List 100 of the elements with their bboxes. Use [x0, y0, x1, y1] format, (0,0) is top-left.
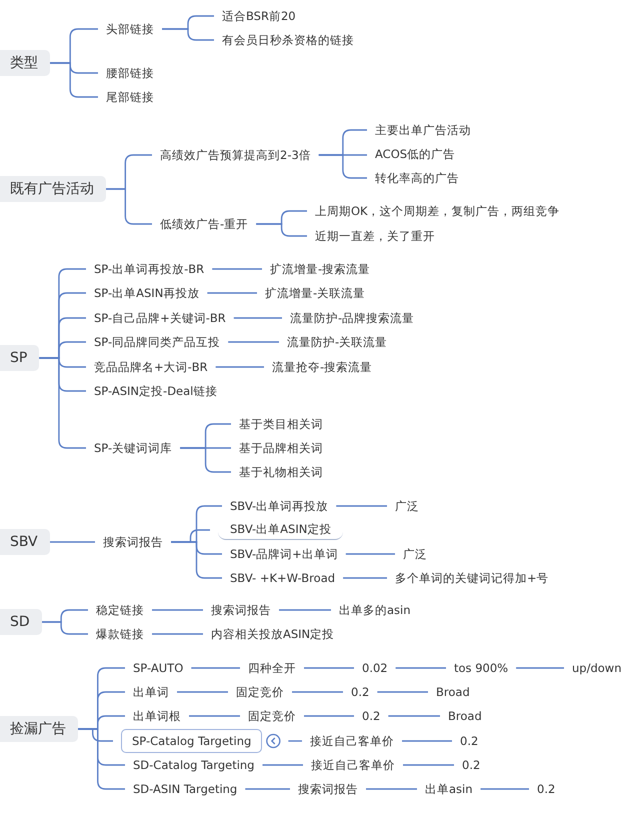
- topic-label: 接近自己客单价: [310, 733, 394, 749]
- topic-label: 腰部链接: [106, 65, 154, 81]
- topic-label: 主要出单广告活动: [375, 122, 471, 138]
- topic-label: 0.2: [462, 757, 480, 773]
- topic-label: 头部链接: [106, 21, 154, 37]
- connector-line: [388, 715, 440, 717]
- topic-label: SBV- +K+W-Broad: [230, 570, 336, 586]
- connector-line: [189, 715, 240, 717]
- connector-line: [152, 609, 203, 611]
- topic-label: 出单多的asin: [339, 602, 411, 618]
- topic-label: 0.2: [351, 684, 370, 700]
- topic-label: tos 900%: [454, 660, 508, 676]
- connector-line: [42, 621, 88, 635]
- topic-label: 基于类目相关词: [239, 416, 323, 432]
- connector-line: [207, 292, 257, 294]
- topic-label: 近期一直差，关了重开: [315, 228, 435, 244]
- topic-label: 0.2: [460, 733, 478, 749]
- topic-label: 流量防护-品牌搜索流量: [290, 310, 414, 326]
- connector-line: [262, 764, 303, 766]
- topic-label: 高绩效广告预算提高到2-3倍: [160, 147, 311, 163]
- connector-line: [396, 667, 446, 669]
- connector-line: [403, 764, 454, 766]
- connector-line: [256, 223, 307, 237]
- topic-label: SD-ASIN Targeting: [133, 781, 238, 797]
- connector-line: [50, 541, 95, 543]
- connector-line: [343, 577, 387, 579]
- selected-topic-box: SBV-出单ASIN定投: [218, 520, 344, 540]
- connector-line: [177, 691, 228, 693]
- topic-label: ACOS低的广告: [375, 146, 456, 162]
- topic-label: 搜索词报告: [103, 534, 163, 550]
- topic-label: SP-关键词词库: [94, 440, 172, 456]
- topic-label: SP-同品牌同类产品互投: [94, 334, 220, 350]
- topic-label: 出单词: [133, 684, 169, 700]
- topic-label: 接近自己客单价: [311, 757, 395, 773]
- topic-box: 既有广告活动: [0, 176, 106, 202]
- topic-label: 广泛: [395, 498, 419, 514]
- topic-label: SP-ASIN定投-Deal链接: [94, 383, 218, 399]
- connector-line: [480, 788, 529, 790]
- selected-topic-box: SP-Catalog Targeting: [121, 729, 262, 753]
- connector-line: [366, 788, 417, 790]
- connector-line: [279, 609, 331, 611]
- topic-label: 内容相关投放ASIN定投: [211, 626, 334, 642]
- connector-line: [346, 553, 395, 555]
- topic-label: 爆款链接: [96, 626, 144, 642]
- topic-label: 转化率高的广告: [375, 170, 459, 186]
- topic-label: 固定竞价: [248, 708, 296, 724]
- topic-label: 出单asin: [425, 781, 473, 797]
- topic-box: SD: [0, 609, 42, 635]
- topic-box: SBV: [0, 529, 50, 555]
- topic-label: 0.2: [537, 781, 556, 797]
- connector-line: [245, 788, 290, 790]
- connector-line: [171, 541, 222, 579]
- topic-label: Broad: [436, 684, 470, 700]
- topic-label: 固定竞价: [236, 684, 284, 700]
- topic-label: SP-自己品牌+关键词-BR: [94, 310, 226, 326]
- connector-line: [377, 691, 428, 693]
- connector-line: [234, 317, 282, 319]
- connector-line: [191, 667, 240, 669]
- topic-label: 扩流增量-关联流量: [265, 285, 366, 301]
- connector-line: [50, 62, 98, 98]
- topic-label: 尾部链接: [106, 89, 154, 105]
- connector-line: [516, 667, 564, 669]
- topic-label: 上周期OK，这个周期差，复制广告，两组竞争: [315, 203, 560, 219]
- topic-label: 广泛: [403, 546, 427, 562]
- topic-label: SP-AUTO: [133, 660, 184, 676]
- topic-label: 出单词根: [133, 708, 181, 724]
- topic-label: 基于礼物相关词: [239, 464, 323, 480]
- topic-label: 适合BSR前20: [222, 8, 296, 24]
- topic-box: 捡漏广告: [0, 716, 78, 742]
- topic-label: Broad: [448, 708, 482, 724]
- connector-line: [402, 740, 452, 742]
- topic-label: 低绩效广告-重开: [160, 216, 248, 232]
- connector-line: [288, 740, 302, 742]
- topic-label: SBV-出单词再投放: [230, 498, 328, 514]
- connector-line: [318, 154, 367, 179]
- connector-line: [228, 341, 279, 343]
- topic-label: 四种全开: [248, 660, 296, 676]
- topic-label: 有会员日秒杀资格的链接: [222, 32, 354, 48]
- connector-line: [304, 667, 354, 669]
- connector-line: [292, 691, 343, 693]
- topic-label: 搜索词报告: [211, 602, 271, 618]
- topic-label: 0.02: [362, 660, 388, 676]
- topic-label: 0.2: [362, 708, 380, 724]
- topic-box: SP: [0, 345, 40, 371]
- connector-line: [336, 505, 387, 507]
- connector-line: [180, 447, 231, 473]
- connector-line: [152, 633, 203, 635]
- connector-line: [162, 28, 214, 41]
- connector-line: [39, 357, 86, 449]
- topic-label: SP-出单词再投放-BR: [94, 261, 204, 277]
- topic-label: SBV-品牌词+出单词: [230, 546, 338, 562]
- topic-label: 基于品牌相关词: [239, 440, 323, 456]
- topic-label: 多个单词的关键词记得加+号: [395, 570, 549, 586]
- connector-line: [304, 715, 354, 717]
- connector-line: [216, 366, 264, 368]
- connector-line: [106, 188, 152, 225]
- topic-label: 扩流增量-搜索流量: [270, 261, 370, 277]
- topic-label: 搜索词报告: [298, 781, 358, 797]
- topic-box: 类型: [0, 50, 50, 76]
- topic-label: 流量防护-关联流量: [287, 334, 388, 350]
